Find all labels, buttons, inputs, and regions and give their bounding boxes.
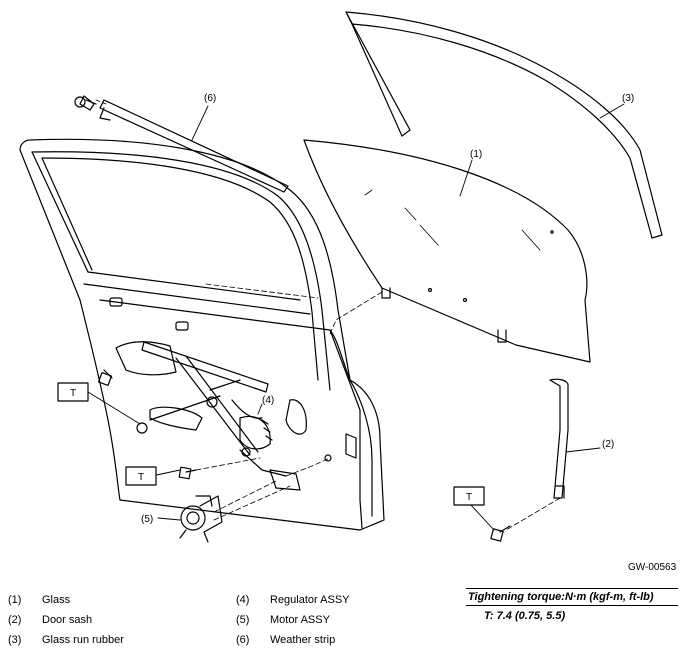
callout-leaders	[87, 103, 625, 531]
callout-weather-strip: (6)	[204, 93, 216, 104]
weather-strip	[74, 95, 289, 193]
legend-left: (1) Glass (2) Door sash (3) Glass run ru…	[8, 590, 124, 650]
legend-label: Glass run rubber	[42, 634, 124, 646]
torque-header: Tightening torque:N·m (kgf-m, ft-lb)	[466, 588, 678, 606]
svg-text:T: T	[70, 388, 76, 399]
legend-number: (1)	[8, 594, 22, 606]
torque-mark: T	[453, 486, 485, 506]
door-glass-exploded-diagram: (6) (1) (3) (2) (4) (5) T T T	[19, 11, 663, 543]
legend-item: (1) Glass	[8, 590, 124, 610]
legend-item: (2) Door sash	[8, 610, 124, 630]
svg-text:T: T	[466, 492, 472, 503]
callout-motor-assy: (5)	[141, 514, 153, 525]
torque-mark: T	[125, 466, 157, 486]
legend-number: (3)	[8, 634, 22, 646]
legend-label: Regulator ASSY	[270, 594, 350, 606]
figure-id: GW-00563	[628, 562, 677, 573]
torque-mark: T	[57, 382, 89, 402]
legend-number: (4)	[236, 594, 250, 606]
assembly-lines	[95, 99, 561, 531]
callout-door-sash: (2)	[602, 439, 614, 450]
legend-label: Motor ASSY	[270, 614, 330, 626]
glass-run-rubber	[345, 11, 663, 239]
bolts	[97, 369, 511, 542]
legend-item: (3) Glass run rubber	[8, 630, 124, 650]
torque-value: T: 7.4 (0.75, 5.5)	[484, 610, 566, 622]
door-sash	[549, 378, 569, 499]
torque-spec: Tightening torque:N·m (kgf-m, ft-lb) T: …	[466, 588, 678, 622]
legend-number: (6)	[236, 634, 250, 646]
legend-item: (5) Motor ASSY	[236, 610, 350, 630]
glass	[303, 139, 591, 363]
regulator-assy	[141, 341, 287, 477]
legend-label: Weather strip	[270, 634, 336, 646]
legend-item: (4) Regulator ASSY	[236, 590, 350, 610]
callout-glass: (1)	[470, 149, 482, 160]
legend-label: Door sash	[42, 614, 93, 626]
legend-label: Glass	[42, 594, 71, 606]
svg-text:T: T	[138, 472, 144, 483]
legend-item: (6) Weather strip	[236, 630, 350, 650]
callout-glass-run-rubber: (3)	[622, 93, 634, 104]
callout-regulator-assy: (4)	[262, 395, 274, 406]
motor-assy	[179, 495, 223, 543]
legend-number: (5)	[236, 614, 250, 626]
legend-number: (2)	[8, 614, 22, 626]
legend-right: (4) Regulator ASSY (5) Motor ASSY (6) We…	[236, 590, 350, 650]
